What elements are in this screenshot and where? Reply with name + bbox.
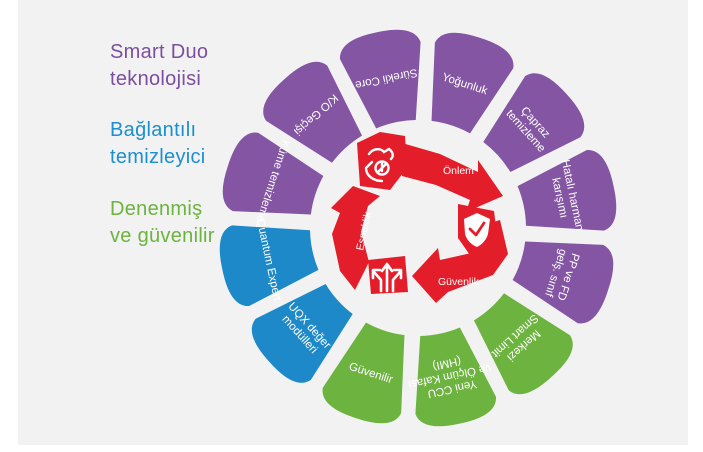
petal-label: Yeni CCUve Ölçüm Kafası(HMI) — [404, 348, 494, 403]
legend-smart-duo: Smart Duo teknolojisi — [110, 39, 208, 93]
legend-line: teknolojisi — [110, 68, 202, 90]
petal — [483, 73, 585, 173]
petal — [251, 283, 353, 383]
legend-line: Denenmiş — [110, 198, 203, 220]
petal-label-line: (HMI) — [431, 354, 462, 372]
legend-proven-reliable: Denenmiş ve güvenilir — [110, 196, 215, 250]
petal — [517, 149, 617, 231]
split-arrows-icon — [371, 262, 403, 293]
petal — [512, 241, 614, 324]
shield-check-icon — [464, 213, 490, 247]
arrow-esneklik — [331, 186, 380, 290]
legend-line: Bağlantılı — [110, 119, 197, 141]
legend-line: Smart Duo — [110, 41, 209, 63]
petal — [431, 32, 514, 134]
arrow-label-onlem: Önlem — [443, 165, 474, 177]
cycle-arrows: Önlem Güvenlik Esneklik — [331, 132, 508, 303]
petal — [219, 225, 319, 307]
petal — [263, 61, 363, 163]
quality-hands-icon — [364, 147, 394, 183]
legend-connected-cleaner: Bağlantılı temizleyici — [110, 117, 206, 171]
legend-line: temizleyici — [110, 146, 206, 168]
petal — [222, 132, 324, 215]
arrow-onlem — [402, 143, 503, 212]
arrow-label-guvenlik: Güvenlik — [438, 276, 480, 288]
legend-line: ve güvenilir — [110, 225, 215, 247]
petal — [322, 322, 405, 424]
petal — [415, 327, 497, 427]
petal — [339, 29, 421, 129]
petal — [473, 293, 573, 395]
